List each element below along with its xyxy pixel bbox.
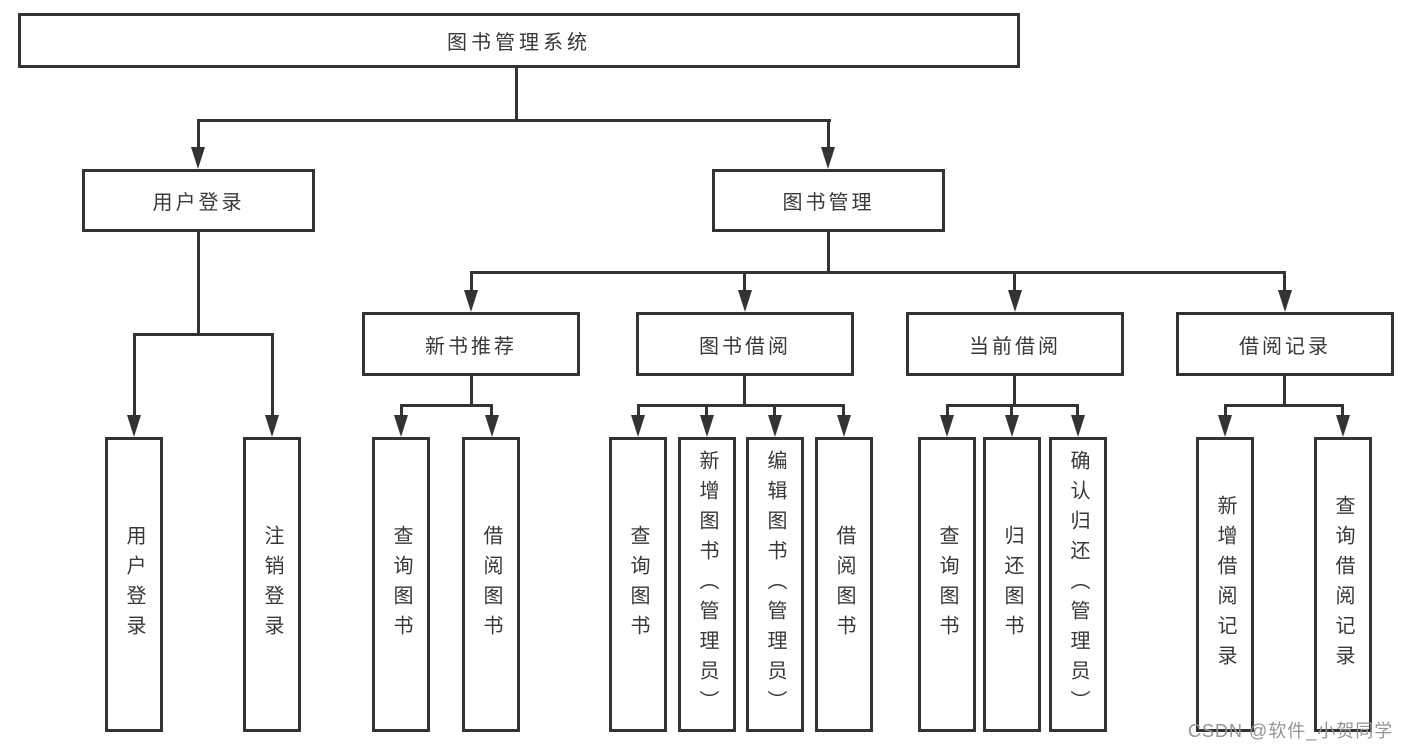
leaf-confirm-return-admin-label: 确认归还（管理员） [1067, 449, 1089, 720]
leaf-user-login: 用户登录 [105, 437, 163, 732]
node-book-management: 图书管理 [712, 169, 945, 232]
arrow-down-icon [700, 415, 714, 437]
leaf-query-borrow-record-label: 查询借阅记录 [1332, 494, 1354, 675]
arrow-down-icon [1336, 415, 1350, 437]
leaf-query-books-recommend-label: 查询图书 [390, 524, 412, 645]
node-book-management-label: 图书管理 [782, 192, 875, 214]
leaf-logout: 注销登录 [243, 437, 301, 732]
connector-book-management-hbar [470, 271, 1285, 274]
connector-book-borrowing-hbar [637, 404, 845, 407]
connector-stub-book-management [827, 119, 830, 151]
node-book-borrowing-label: 图书借阅 [699, 335, 791, 358]
node-borrowing-records-label: 借阅记录 [1239, 335, 1331, 358]
connector-stub [637, 404, 640, 417]
leaf-borrow-books-recommend: 借阅图书 [462, 437, 520, 732]
leaf-return-books: 归还图书 [983, 437, 1041, 732]
connector-stub-leaf-user-login [133, 333, 136, 417]
connector-stub-book-borrowing [743, 271, 746, 293]
node-library-system-label: 图书管理系统 [447, 32, 591, 54]
connector-current-borrowing-drop [1013, 376, 1016, 407]
arrow-down-icon [1071, 415, 1085, 437]
connector-stub [946, 404, 949, 417]
connector-borrowing-records-hbar [1224, 404, 1344, 407]
leaf-borrow-books-recommend-label: 借阅图书 [480, 524, 502, 645]
node-book-borrowing: 图书借阅 [636, 312, 854, 376]
connector-stub [842, 404, 845, 417]
arrow-down-icon [738, 290, 752, 312]
connector-stub [1341, 404, 1344, 417]
arrow-down-icon [1278, 290, 1292, 312]
arrow-down-icon [768, 415, 782, 437]
node-borrowing-records: 借阅记录 [1176, 312, 1394, 376]
connector-stub [1010, 404, 1013, 417]
connector-user-login-hbar [133, 333, 274, 336]
connector-borrowing-records-drop [1283, 376, 1286, 407]
arrow-down-icon [631, 415, 645, 437]
node-library-system: 图书管理系统 [18, 13, 1020, 68]
connector-user-login-drop [197, 232, 200, 336]
leaf-query-books-recommend: 查询图书 [372, 437, 430, 732]
leaf-add-books-admin-label: 新增图书（管理员） [696, 449, 718, 720]
arrow-down-icon [394, 415, 408, 437]
watermark: CSDN @软件_小贺同学 [1188, 721, 1394, 741]
connector-stub [490, 404, 493, 417]
node-user-login: 用户登录 [82, 169, 315, 232]
arrow-down-icon [485, 415, 499, 437]
connector-new-book-drop [470, 376, 473, 407]
leaf-confirm-return-admin: 确认归还（管理员） [1049, 437, 1107, 732]
connector-book-management-drop [827, 232, 830, 274]
arrow-down-icon [464, 290, 478, 312]
node-current-borrowing-label: 当前借阅 [969, 335, 1061, 358]
arrow-down-icon [1008, 290, 1022, 312]
connector-stub-leaf-logout [271, 333, 274, 417]
arrow-down-icon [265, 415, 279, 437]
arrow-down-icon [837, 415, 851, 437]
leaf-query-borrow-record: 查询借阅记录 [1314, 437, 1372, 732]
arrow-down-icon [191, 147, 205, 169]
connector-root-hbar [197, 119, 831, 122]
leaf-borrow-books-label: 借阅图书 [833, 524, 855, 645]
leaf-query-books-borrowing: 查询图书 [609, 437, 667, 732]
leaf-logout-label: 注销登录 [261, 524, 283, 645]
leaf-borrow-books: 借阅图书 [815, 437, 873, 732]
connector-root-drop [515, 68, 518, 122]
leaf-add-borrow-record-label: 新增借阅记录 [1214, 494, 1236, 675]
node-current-borrowing: 当前借阅 [906, 312, 1124, 376]
arrow-down-icon [940, 415, 954, 437]
connector-stub [400, 404, 403, 417]
leaf-query-books-borrowing-label: 查询图书 [627, 524, 649, 645]
leaf-query-books-current: 查询图书 [918, 437, 976, 732]
arrow-down-icon [1005, 415, 1019, 437]
leaf-add-borrow-record: 新增借阅记录 [1196, 437, 1254, 732]
node-new-book-recommendation-label: 新书推荐 [425, 335, 517, 358]
node-new-book-recommendation: 新书推荐 [362, 312, 580, 376]
leaf-user-login-label: 用户登录 [123, 524, 145, 645]
connector-stub-borrowing-records [1283, 271, 1286, 293]
connector-stub-new-book [470, 271, 473, 293]
connector-stub [1076, 404, 1079, 417]
arrow-down-icon [1218, 415, 1232, 437]
arrow-down-icon [127, 415, 141, 437]
connector-book-borrowing-drop [743, 376, 746, 407]
connector-stub [705, 404, 708, 417]
connector-stub-current-borrowing [1013, 271, 1016, 293]
leaf-return-books-label: 归还图书 [1001, 524, 1023, 645]
connector-stub [1224, 404, 1227, 417]
connector-new-book-hbar [400, 404, 493, 407]
leaf-edit-books-admin-label: 编辑图书（管理员） [764, 449, 786, 720]
leaf-query-books-current-label: 查询图书 [936, 524, 958, 645]
connector-stub-user-login [197, 119, 200, 151]
connector-stub [773, 404, 776, 417]
arrow-down-icon [821, 147, 835, 169]
leaf-edit-books-admin: 编辑图书（管理员） [746, 437, 804, 732]
node-user-login-label: 用户登录 [152, 192, 245, 214]
leaf-add-books-admin: 新增图书（管理员） [678, 437, 736, 732]
